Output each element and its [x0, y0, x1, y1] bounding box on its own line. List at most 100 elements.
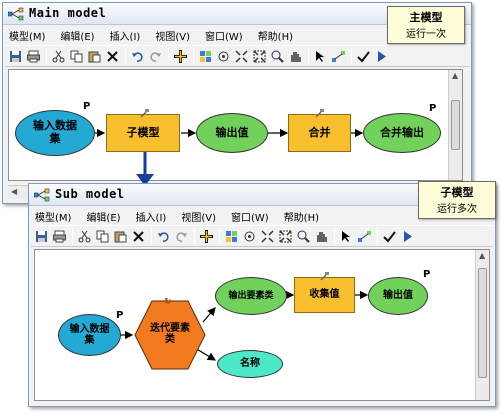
pan-button[interactable]: [287, 48, 304, 65]
sub-menu-bar: 模型(M) 编辑(E) 插入(I) 视图(V) 窗口(W) 帮助(H): [29, 207, 495, 225]
menu-model[interactable]: 模型(M): [35, 212, 72, 224]
undo-button[interactable]: [155, 228, 172, 245]
zoom-out-fixed-button[interactable]: [251, 48, 268, 65]
undo-button[interactable]: [129, 48, 146, 65]
delete-button[interactable]: [130, 228, 147, 245]
connect-button[interactable]: [356, 228, 373, 245]
copy-button[interactable]: [94, 228, 111, 245]
main-menu-bar: 模型(M) 编辑(E) 插入(I) 视图(V) 窗口(W) 帮助(H): [3, 26, 471, 44]
cut-button[interactable]: [50, 48, 67, 65]
select-button[interactable]: [338, 228, 355, 245]
menu-window[interactable]: 窗口(W): [204, 31, 243, 43]
callout-main-heading: 主模型: [409, 11, 443, 24]
cut-icon: [78, 230, 91, 242]
main-merge-node[interactable]: 合并: [288, 114, 351, 152]
validate-button[interactable]: [355, 48, 372, 65]
copy-icon: [70, 50, 83, 62]
menu-edit[interactable]: 编辑(E): [60, 31, 95, 43]
sub-output-feature-class-node[interactable]: 输出要素类: [215, 277, 287, 315]
toolbar-separator: [308, 48, 309, 64]
toolbar-separator: [194, 228, 195, 244]
paste-button[interactable]: [112, 228, 129, 245]
copy-button[interactable]: [68, 48, 85, 65]
connect-icon: [358, 230, 371, 242]
print-icon: [27, 50, 40, 62]
iterator-loop-icon: ↻: [164, 297, 172, 307]
main-submodel-node[interactable]: 子模型: [106, 114, 180, 152]
sub-collect-values-node[interactable]: 收集值: [294, 277, 355, 313]
zoom-in-fixed-icon: [261, 229, 274, 243]
zoom-button[interactable]: [269, 48, 286, 65]
print-button[interactable]: [51, 228, 68, 245]
sub-model-canvas[interactable]: 输入数据集 P 迭代要素类 ↻ 输出要素类 收集值 输出值 P 名称 ▲: [34, 249, 490, 401]
select-button[interactable]: [312, 48, 329, 65]
scroll-up-icon[interactable]: ▲: [479, 251, 486, 260]
sub-vertical-scrollbar[interactable]: ▲: [475, 250, 489, 400]
validate-icon: [383, 230, 396, 243]
sub-input-dataset-node[interactable]: 输入数据集: [58, 314, 121, 356]
run-button[interactable]: [373, 48, 390, 65]
redo-button[interactable]: [173, 228, 190, 245]
main-output-value-node[interactable]: 输出值: [196, 113, 268, 153]
menu-window[interactable]: 窗口(W): [230, 212, 269, 224]
save-icon: [36, 230, 47, 242]
redo-button[interactable]: [147, 48, 164, 65]
select-all-icon: [200, 50, 211, 62]
run-icon: [378, 50, 386, 62]
sub-name-node[interactable]: 名称: [217, 350, 283, 378]
print-button[interactable]: [25, 48, 42, 65]
save-button[interactable]: [33, 228, 50, 245]
full-extent-button[interactable]: [215, 48, 232, 65]
cut-button[interactable]: [76, 228, 93, 245]
main-input-dataset-node[interactable]: 输入数据集: [15, 110, 95, 156]
undo-icon: [132, 51, 143, 62]
menu-insert[interactable]: 插入(I): [135, 212, 167, 224]
add-data-button[interactable]: [198, 228, 215, 245]
select-all-button[interactable]: [197, 48, 214, 65]
menu-model[interactable]: 模型(M): [9, 31, 46, 43]
zoom-out-fixed-button[interactable]: [277, 228, 294, 245]
pan-icon: [291, 51, 301, 62]
menu-help[interactable]: 帮助(H): [257, 31, 294, 43]
scroll-left-icon[interactable]: ◀: [11, 187, 18, 196]
main-merge-output-node[interactable]: 合并输出: [363, 113, 441, 153]
collect-hammer-icon: [320, 272, 329, 281]
menu-help[interactable]: 帮助(H): [283, 212, 320, 224]
sub-output-value-node[interactable]: 输出值: [368, 277, 428, 315]
main-vertical-scrollbar[interactable]: ▲: [448, 70, 462, 180]
full-extent-icon: [244, 231, 255, 241]
sub-vscroll-thumb[interactable]: [478, 268, 487, 378]
full-extent-button[interactable]: [241, 228, 258, 245]
zoom-in-fixed-button[interactable]: [233, 48, 250, 65]
pan-button[interactable]: [313, 228, 330, 245]
select-icon: [316, 50, 324, 62]
scroll-up-icon[interactable]: ▲: [452, 71, 459, 80]
add-data-button[interactable]: [172, 48, 189, 65]
main-input-parameter-mark: P: [83, 101, 91, 112]
toolbar-separator: [334, 228, 335, 244]
validate-button[interactable]: [381, 228, 398, 245]
menu-insert[interactable]: 插入(I): [109, 31, 141, 43]
sub-output-parameter-mark: P: [423, 269, 431, 280]
zoom-button[interactable]: [295, 228, 312, 245]
menu-view[interactable]: 视图(V): [181, 212, 216, 224]
connect-button[interactable]: [330, 48, 347, 65]
main-title-bar[interactable]: Main model: [3, 3, 471, 25]
sub-window-title: Sub model: [55, 187, 125, 201]
sub-title-bar[interactable]: Sub model: [29, 184, 495, 206]
sub-model-window: Sub model 模型(M) 编辑(E) 插入(I) 视图(V) 窗口(W) …: [28, 183, 496, 407]
main-vscroll-thumb[interactable]: [451, 100, 460, 150]
toolbar-separator: [46, 48, 47, 64]
model-app-icon: [34, 188, 50, 202]
main-model-canvas[interactable]: 输入数据集 P 子模型 输出值 合并 合并输出 P ▲: [8, 69, 463, 181]
menu-edit[interactable]: 编辑(E): [86, 212, 121, 224]
delete-button[interactable]: [104, 48, 121, 65]
zoom-in-fixed-button[interactable]: [259, 228, 276, 245]
save-button[interactable]: [7, 48, 24, 65]
menu-view[interactable]: 视图(V): [155, 31, 190, 43]
sub-iterate-node[interactable]: 迭代要素类: [150, 322, 190, 346]
paste-button[interactable]: [86, 48, 103, 65]
run-button[interactable]: [399, 228, 416, 245]
select-all-button[interactable]: [223, 228, 240, 245]
